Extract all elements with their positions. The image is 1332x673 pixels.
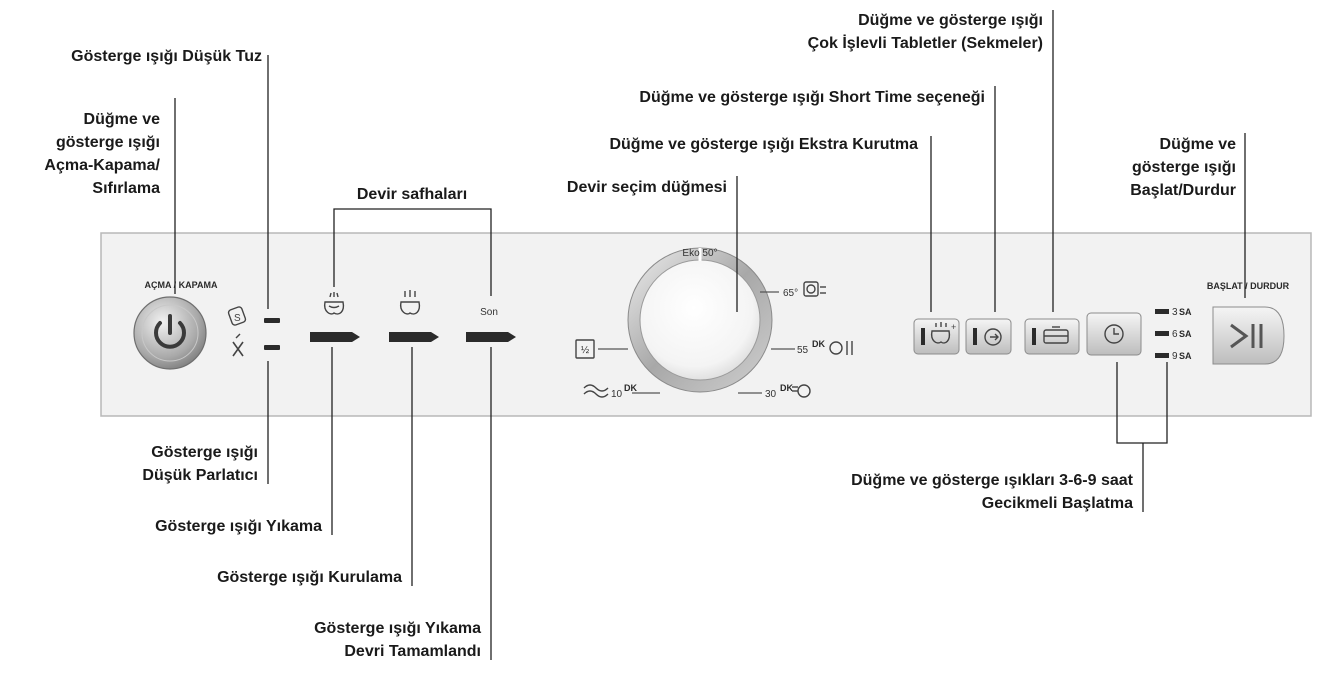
rinse-aid-icon	[232, 333, 244, 357]
delay-9h-unit: SA	[1179, 351, 1192, 361]
start-caption: BAŞLAT / DURDUR	[1207, 281, 1290, 291]
power-button[interactable]	[133, 296, 207, 370]
done-label-line-2: Devri Tamamlandı	[344, 643, 481, 660]
delay-3h-unit: SA	[1179, 307, 1192, 317]
program-10-label: 10	[611, 389, 623, 400]
plate-cutlery-icon	[829, 341, 853, 355]
svg-text:S: S	[234, 313, 241, 324]
short-time-icon	[984, 328, 1002, 346]
extra-dry-indicator	[921, 328, 925, 345]
delay-9h-indicator	[1155, 353, 1169, 358]
phases-bracket	[333, 208, 492, 296]
program-selector-knob[interactable]	[627, 247, 773, 393]
program-eco-label: Eko 50°	[682, 248, 717, 259]
delay-label-line-1: Düğme ve gösterge ışıkları 3-6-9 saat	[851, 472, 1134, 489]
extra-dry-label: Düğme ve gösterge ışığı Ekstra Kurutma	[609, 136, 918, 153]
phases-label: Devir safhaları	[357, 186, 467, 203]
done-label-line-1: Gösterge ışığı Yıkama	[314, 620, 481, 637]
delay-6h-unit: SA	[1179, 329, 1192, 339]
short-time-button[interactable]	[965, 318, 1012, 355]
delay-9h-label: 9	[1172, 351, 1178, 362]
power-label-line-3: Açma-Kapama/	[44, 157, 160, 174]
extra-dry-button[interactable]: +	[913, 318, 960, 355]
tablets-indicator	[1032, 328, 1036, 345]
rinse-phase-icon	[399, 290, 421, 315]
done-phase-indicator	[466, 332, 516, 342]
low-rinse-label-line-2: Düşük Parlatıcı	[142, 467, 258, 484]
tablets-label-line-2: Çok İşlevli Tabletler (Sekmeler)	[808, 34, 1043, 52]
low-rinse-label-line-1: Gösterge ışığı	[151, 444, 258, 461]
pot-icon	[803, 281, 826, 297]
delay-3h-indicator	[1155, 309, 1169, 314]
wash-phase-icon	[323, 292, 345, 315]
power-icon	[154, 314, 186, 349]
low-rinse-aid-indicator	[264, 345, 280, 350]
play-pause-icon	[1230, 323, 1263, 349]
clock-icon	[1104, 324, 1124, 344]
delay-6h-label: 6	[1172, 329, 1178, 340]
delay-label-line-2: Gecikmeli Başlatma	[982, 495, 1133, 512]
multi-tablet-icon	[1043, 326, 1069, 344]
tablets-button[interactable]	[1024, 318, 1080, 355]
delay-3h-label: 3	[1172, 307, 1178, 318]
phase-end-label: Son	[480, 307, 498, 318]
rinse-label: Gösterge ışığı Kurulama	[217, 569, 402, 586]
quick-plate-icon	[792, 384, 811, 398]
delay-bracket	[1116, 362, 1168, 444]
rinse-phase-indicator	[389, 332, 439, 342]
power-caption: AÇMA / KAPAMA	[145, 280, 218, 290]
program-55-label: 55	[797, 345, 809, 356]
start-label-line-3: Başlat/Durdur	[1130, 182, 1236, 199]
delay-start-button[interactable]	[1086, 312, 1142, 356]
program-65-label: 65°	[783, 288, 798, 299]
power-label-line-4: Sıfırlama	[92, 180, 160, 197]
power-label-line-2: gösterge ışığı	[56, 134, 160, 151]
half-load-icon: ½	[575, 339, 595, 359]
program-10-unit: DK	[624, 383, 637, 393]
wash-phase-indicator	[310, 332, 360, 342]
power-label-line-1: Düğme ve	[84, 111, 161, 128]
short-time-label: Düğme ve gösterge ışığı Short Time seçen…	[639, 89, 985, 106]
svg-text:½: ½	[581, 345, 590, 356]
low-salt-label: Gösterge ışığı Düşük Tuz	[71, 48, 262, 65]
program-30-unit: DK	[780, 383, 793, 393]
start-label-line-1: Düğme ve	[1160, 136, 1237, 153]
start-label-line-2: gösterge ışığı	[1132, 159, 1236, 176]
program-knob-label: Devir seçim düğmesi	[567, 179, 727, 196]
prewash-icon	[583, 384, 609, 398]
program-30-label: 30	[765, 389, 777, 400]
svg-text:+: +	[951, 322, 956, 332]
delay-6h-indicator	[1155, 331, 1169, 336]
start-pause-button[interactable]	[1212, 306, 1285, 365]
tablets-label-line-1: Düğme ve gösterge ışığı	[858, 12, 1043, 29]
extra-dry-icon: +	[930, 322, 956, 344]
program-55-unit: DK	[812, 339, 825, 349]
salt-icon: S	[227, 306, 247, 326]
short-time-indicator	[973, 328, 977, 345]
wash-label: Gösterge ışığı Yıkama	[155, 518, 322, 535]
low-salt-indicator	[264, 318, 280, 323]
